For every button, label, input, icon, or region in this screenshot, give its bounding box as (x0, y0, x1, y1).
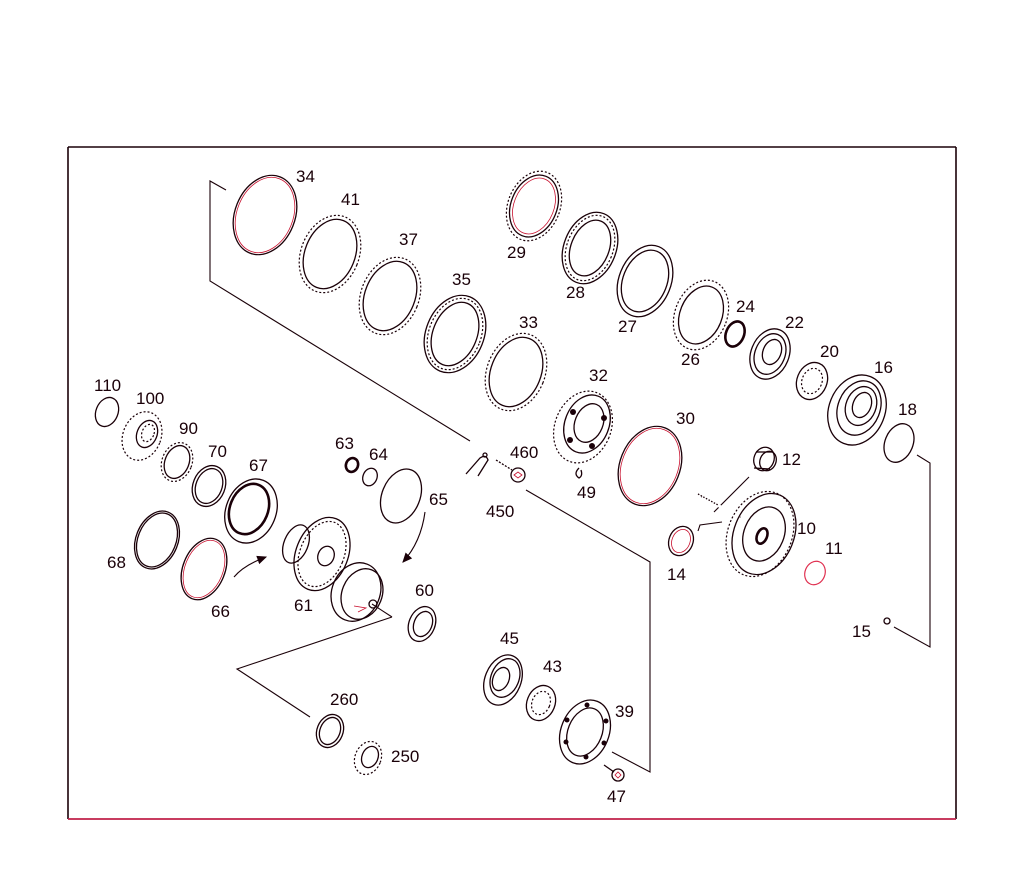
part-450-selector-rod[interactable] (367, 415, 489, 541)
callout-label-15[interactable]: 15 (852, 622, 871, 641)
part-43-lock-washer[interactable] (521, 681, 560, 725)
part-12-needle-bearing[interactable] (750, 444, 779, 474)
part-64-ring[interactable] (360, 466, 380, 488)
part-90-thrust-washer[interactable] (156, 438, 199, 486)
part-250-slotted-nut[interactable] (350, 737, 387, 778)
part-20-lock-washer[interactable] (791, 358, 833, 404)
part-10-sun-gear-shaft[interactable] (697, 481, 808, 587)
part-68-o-ring[interactable] (126, 504, 187, 575)
callout-label-45[interactable]: 45 (500, 629, 519, 648)
callout-label-260[interactable]: 260 (330, 690, 358, 709)
part-18-o-ring[interactable] (879, 419, 920, 467)
callout-label-18[interactable]: 18 (898, 400, 917, 419)
part-110-snap-ring[interactable] (91, 394, 123, 430)
callout-label-110[interactable]: 110 (94, 376, 121, 395)
part-30-o-ring[interactable] (607, 417, 693, 516)
callout-label-61[interactable]: 61 (294, 596, 313, 615)
callout-label-35[interactable]: 35 (452, 270, 471, 289)
callout-label-24[interactable]: 24 (736, 297, 755, 316)
part-70-washer[interactable] (186, 461, 231, 512)
callout-label-68[interactable]: 68 (107, 553, 126, 572)
callout-label-47[interactable]: 47 (607, 787, 626, 806)
part-460-bolt[interactable] (495, 459, 526, 483)
callout-label-34[interactable]: 34 (296, 167, 315, 186)
callout-label-26[interactable]: 26 (681, 350, 700, 369)
part-32-planet-carrier[interactable] (543, 382, 623, 472)
callout-label-250[interactable]: 250 (391, 747, 419, 766)
part-37-clutch-plate[interactable] (348, 248, 432, 344)
callout-label-20[interactable]: 20 (820, 342, 839, 361)
part-33-clutch-plate[interactable] (474, 324, 558, 420)
part-41-clutch-plate[interactable] (288, 206, 372, 302)
callout-label-16[interactable]: 16 (874, 358, 893, 377)
part-100-gear[interactable] (115, 406, 169, 467)
part-11-o-ring[interactable] (801, 558, 829, 588)
callout-label-49[interactable]: 49 (577, 483, 596, 502)
arrow-icon (233, 555, 268, 578)
part-47-bolt[interactable] (603, 764, 625, 782)
part-67-seal[interactable] (215, 471, 286, 551)
callout-label-14[interactable]: 14 (667, 565, 686, 584)
part-49-clip[interactable] (575, 467, 583, 479)
leader-lines (209, 180, 931, 773)
part-16-piston[interactable] (818, 366, 897, 454)
part-22-bearing[interactable] (743, 323, 798, 385)
callout-label-30[interactable]: 30 (676, 409, 695, 428)
callout-label-41[interactable]: 41 (341, 190, 360, 209)
callout-label-12[interactable]: 12 (782, 450, 801, 469)
arrow-icon (402, 511, 426, 563)
callout-label-22[interactable]: 22 (785, 313, 804, 332)
callout-label-67[interactable]: 67 (249, 456, 268, 475)
callout-label-460[interactable]: 460 (510, 443, 538, 462)
part-28-friction-disc[interactable] (552, 204, 628, 292)
part-24-seal-ring[interactable] (722, 319, 748, 350)
part-26-friction-disc[interactable] (663, 272, 738, 358)
part-27-clutch-plate[interactable] (607, 237, 683, 325)
callout-label-29[interactable]: 29 (507, 243, 526, 262)
part-35-friction-disc[interactable] (413, 286, 497, 382)
callout-label-65[interactable]: 65 (429, 490, 448, 509)
callout-label-27[interactable]: 27 (618, 317, 637, 336)
callout-label-90[interactable]: 90 (179, 419, 198, 438)
part-60-seal[interactable] (403, 602, 441, 645)
callout-label-10[interactable]: 10 (797, 519, 816, 538)
callout-labels: 34 41 37 35 33 29 28 27 26 24 22 20 16 18 32 30 12 49 460 4… (94, 167, 917, 806)
callout-label-33[interactable]: 33 (519, 313, 538, 332)
callout-label-64[interactable]: 64 (369, 445, 388, 464)
callout-label-43[interactable]: 43 (543, 657, 562, 676)
part-61-differential[interactable] (277, 509, 390, 629)
callout-label-28[interactable]: 28 (566, 283, 585, 302)
callout-label-66[interactable]: 66 (211, 602, 230, 621)
callout-label-37[interactable]: 37 (399, 230, 418, 249)
diagram-frame (67, 146, 957, 820)
part-63-ring[interactable] (344, 456, 360, 474)
callout-label-11[interactable]: 11 (825, 539, 843, 558)
callout-label-100[interactable]: 100 (136, 389, 164, 408)
part-66-o-ring[interactable] (173, 531, 236, 606)
part-15-pin[interactable] (835, 587, 891, 625)
callout-label-70[interactable]: 70 (208, 442, 227, 461)
callout-label-450[interactable]: 450 (486, 502, 514, 521)
callout-label-32[interactable]: 32 (589, 366, 608, 385)
callout-label-63[interactable]: 63 (335, 434, 354, 453)
part-65-o-ring[interactable] (373, 463, 429, 529)
callout-label-39[interactable]: 39 (615, 702, 634, 721)
part-260-washer[interactable] (312, 710, 349, 751)
part-45-seal[interactable] (477, 649, 530, 711)
part-14-thrust-ring[interactable] (664, 523, 697, 560)
part-39-cover-plate[interactable] (550, 692, 619, 771)
part-29-clutch-plate[interactable] (496, 163, 571, 249)
callout-label-60[interactable]: 60 (415, 581, 434, 600)
part-34-snap-ring[interactable] (222, 166, 308, 265)
